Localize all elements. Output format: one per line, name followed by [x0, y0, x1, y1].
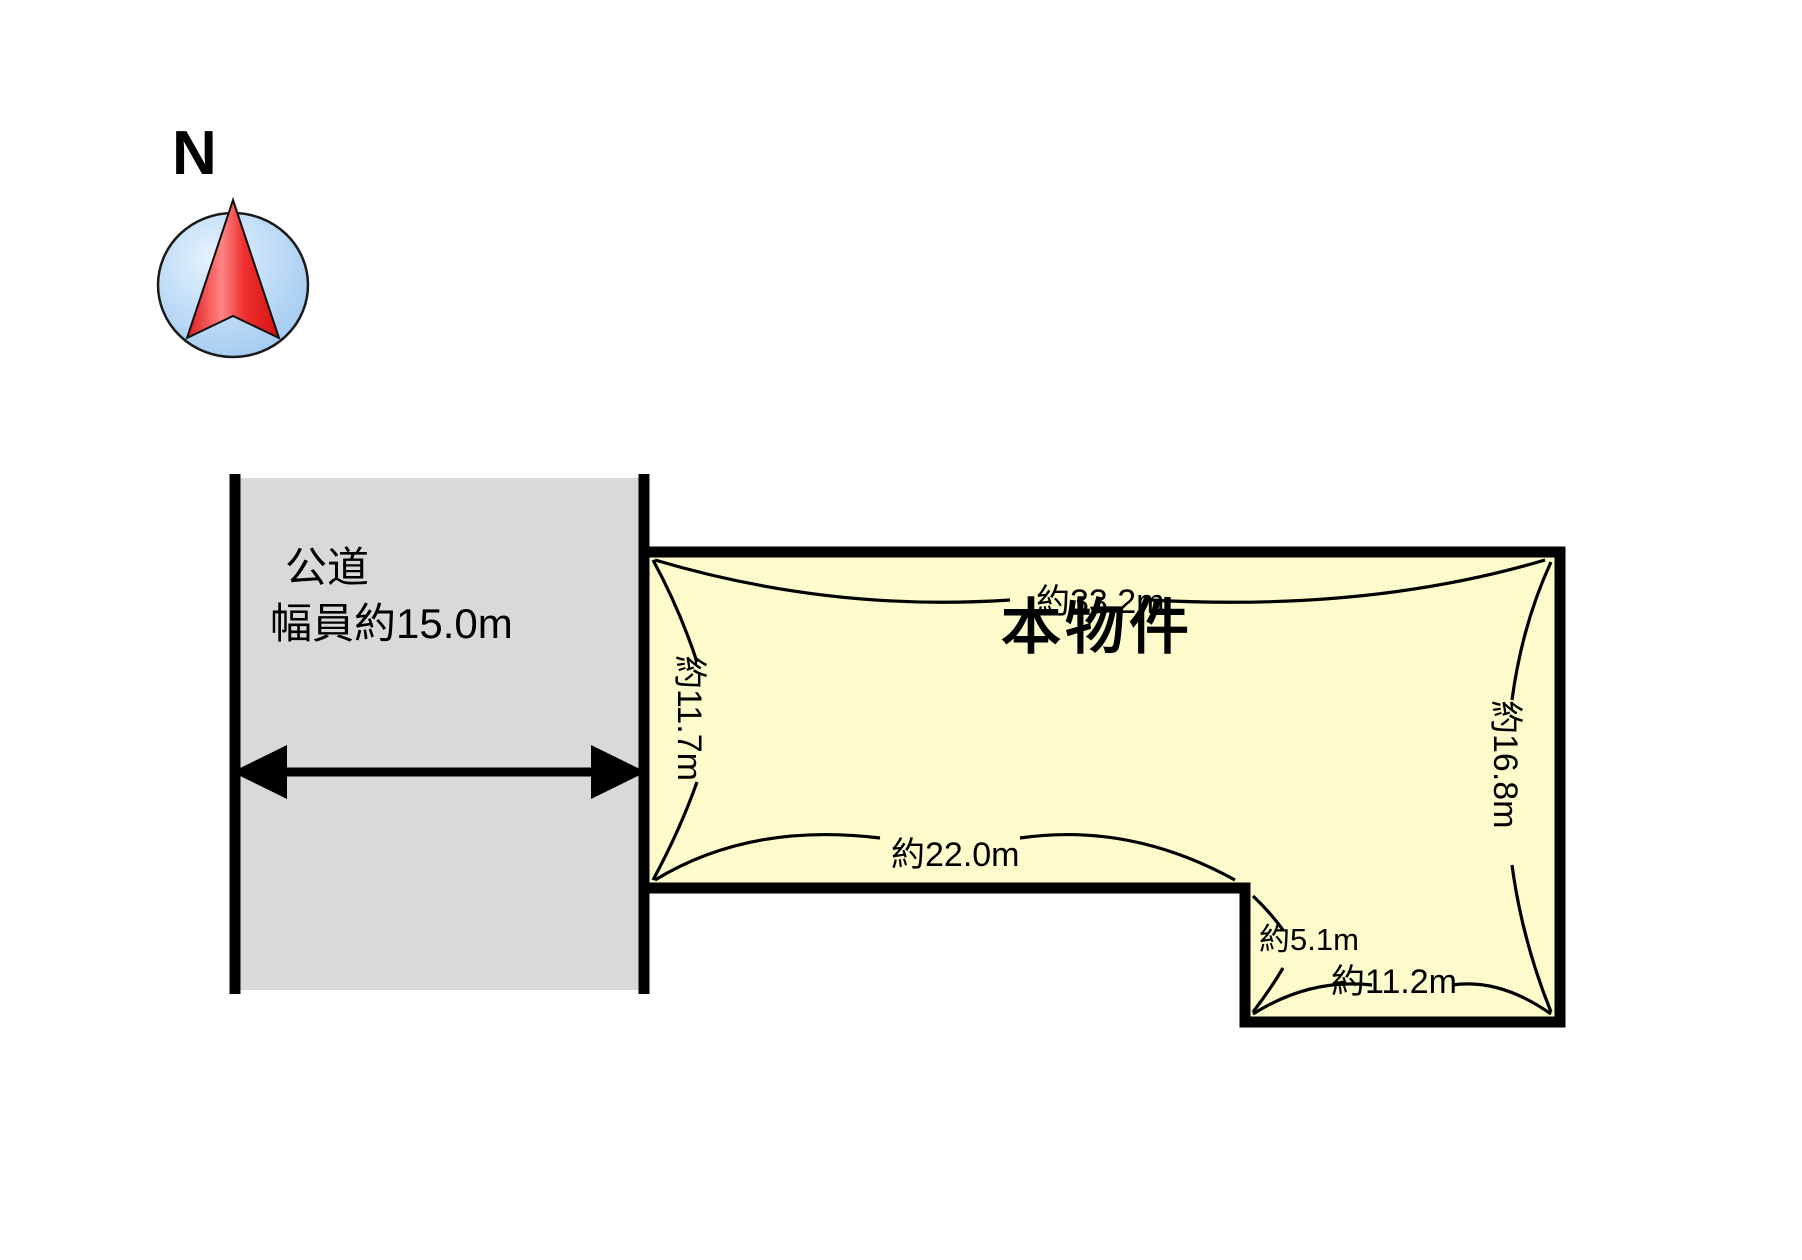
public-road-area	[229, 474, 650, 994]
parcel-dimension-west: 約11.7m	[670, 655, 708, 781]
parcel-boundary	[638, 546, 1566, 1028]
compass-rose-icon	[156, 196, 310, 359]
road-width-label: 幅員約15.0m	[270, 600, 513, 647]
road-name-label: 公道	[285, 544, 370, 591]
parcel-dimension-south-lower: 約11.2m	[1331, 963, 1457, 1001]
parcel-dimension-south-upper: 約22.0m	[891, 836, 1020, 874]
parcel-dimension-north: 約33.2m	[1036, 583, 1165, 621]
parcel-title-label: 本物件	[1001, 594, 1193, 661]
compass-north-label: N	[172, 119, 217, 188]
parcel-dimension-east: 約16.8m	[1486, 700, 1524, 829]
parcel-dimension-notch-vertical: 約5.1m	[1259, 922, 1359, 957]
road-width-dimension-arrow	[232, 745, 646, 799]
dimension-leader-lines	[651, 558, 1553, 1016]
